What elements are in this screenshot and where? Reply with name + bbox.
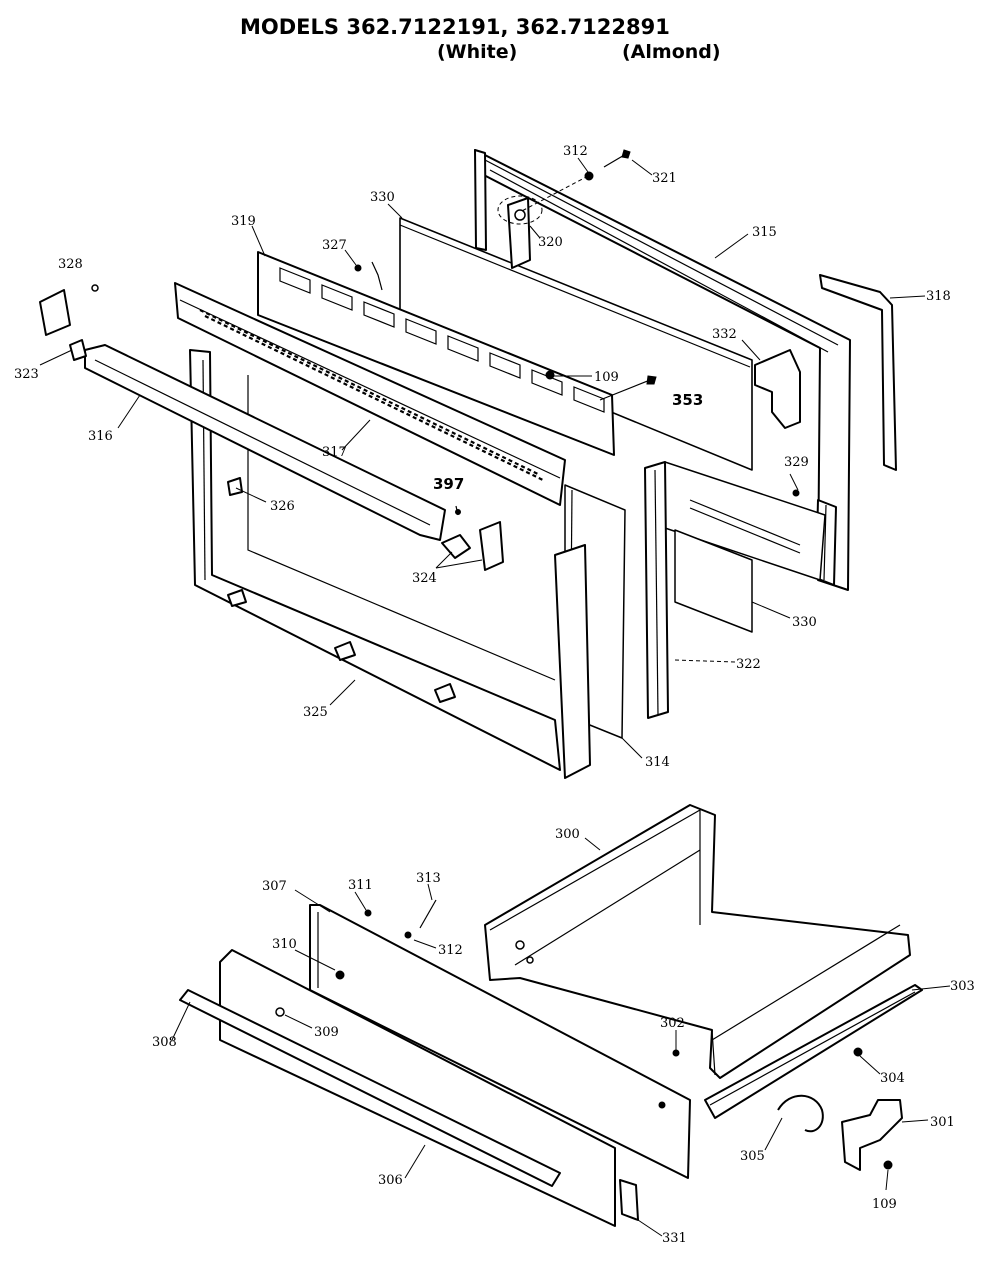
part-305-wire-clip: [777, 1094, 824, 1133]
part-109-nut: [545, 370, 555, 380]
part-332-latch: [754, 349, 801, 429]
part-317-vent-strip: [174, 282, 566, 506]
label-301: 301: [930, 1115, 955, 1130]
label-303: 303: [950, 979, 975, 994]
part-301-bracket: [841, 1099, 903, 1171]
part-323-end-cap: [39, 289, 87, 361]
label-304: 304: [880, 1071, 905, 1086]
part-322-side-channel: [644, 461, 669, 719]
variant-almond-label: (Almond): [622, 41, 721, 63]
label-312-upper: 312: [563, 144, 588, 159]
label-318: 318: [926, 289, 951, 304]
label-313: 313: [416, 871, 441, 886]
part-302-screw: [672, 1049, 680, 1057]
label-397: 397: [433, 475, 464, 493]
part-328-screw: [91, 284, 99, 292]
part-397-screw: [455, 505, 461, 516]
label-330-lower: 330: [792, 615, 817, 630]
part-303-slide-rail: [704, 984, 923, 1119]
label-323: 323: [14, 367, 39, 382]
label-325: 325: [303, 705, 328, 720]
leader-lines: [39, 157, 951, 1237]
label-300: 300: [555, 827, 580, 842]
label-312-lower: 312: [438, 943, 463, 958]
label-316: 316: [88, 429, 113, 444]
part-308-trim: [179, 989, 561, 1187]
part-300-drawer-tub: [484, 804, 911, 1079]
part-320-hinge: [497, 195, 543, 269]
part-312-321-screw: [519, 149, 631, 213]
part-327-clip: [354, 261, 383, 291]
label-322: 322: [736, 657, 761, 672]
part-353-screw: [599, 375, 657, 401]
label-305: 305: [740, 1149, 765, 1164]
part-labels: 312 321 330 320 315 319 327 328 318 332 …: [14, 144, 975, 1246]
label-315: 315: [752, 225, 777, 240]
label-307: 307: [262, 879, 287, 894]
label-330-upper: 330: [370, 190, 395, 205]
part-326-clip: [227, 477, 243, 496]
label-109-upper: 109: [594, 370, 619, 385]
label-314: 314: [645, 755, 670, 770]
part-319-vent-panel: [257, 251, 615, 456]
label-328: 328: [58, 257, 83, 272]
label-332: 332: [712, 327, 737, 342]
label-309: 309: [314, 1025, 339, 1040]
part-304-nut: [853, 1047, 863, 1057]
label-329: 329: [784, 455, 809, 470]
label-319: 319: [231, 214, 256, 229]
label-109-lower: 109: [872, 1197, 897, 1212]
label-310: 310: [272, 937, 297, 952]
label-306: 306: [378, 1173, 403, 1188]
part-316-rail: [84, 344, 446, 541]
part-330-glass-panel-lower: [674, 529, 753, 633]
label-302: 302: [660, 1016, 685, 1031]
label-327: 327: [322, 238, 347, 253]
label-311: 311: [348, 878, 373, 893]
part-330-glass-panel-upper: [399, 217, 753, 471]
label-320: 320: [538, 235, 563, 250]
label-317: 317: [322, 445, 347, 460]
diagram-title: MODELS 362.7122191, 362.7122891: [240, 15, 670, 39]
label-324: 324: [412, 571, 437, 586]
variant-white-label: (White): [437, 41, 517, 63]
label-326: 326: [270, 499, 295, 514]
label-331: 331: [662, 1231, 687, 1246]
part-331-bracket: [619, 1179, 639, 1221]
part-324-end-cap: [441, 521, 504, 571]
label-308: 308: [152, 1035, 177, 1050]
label-321: 321: [652, 171, 677, 186]
label-353: 353: [672, 391, 703, 409]
part-318-gasket: [819, 274, 897, 471]
